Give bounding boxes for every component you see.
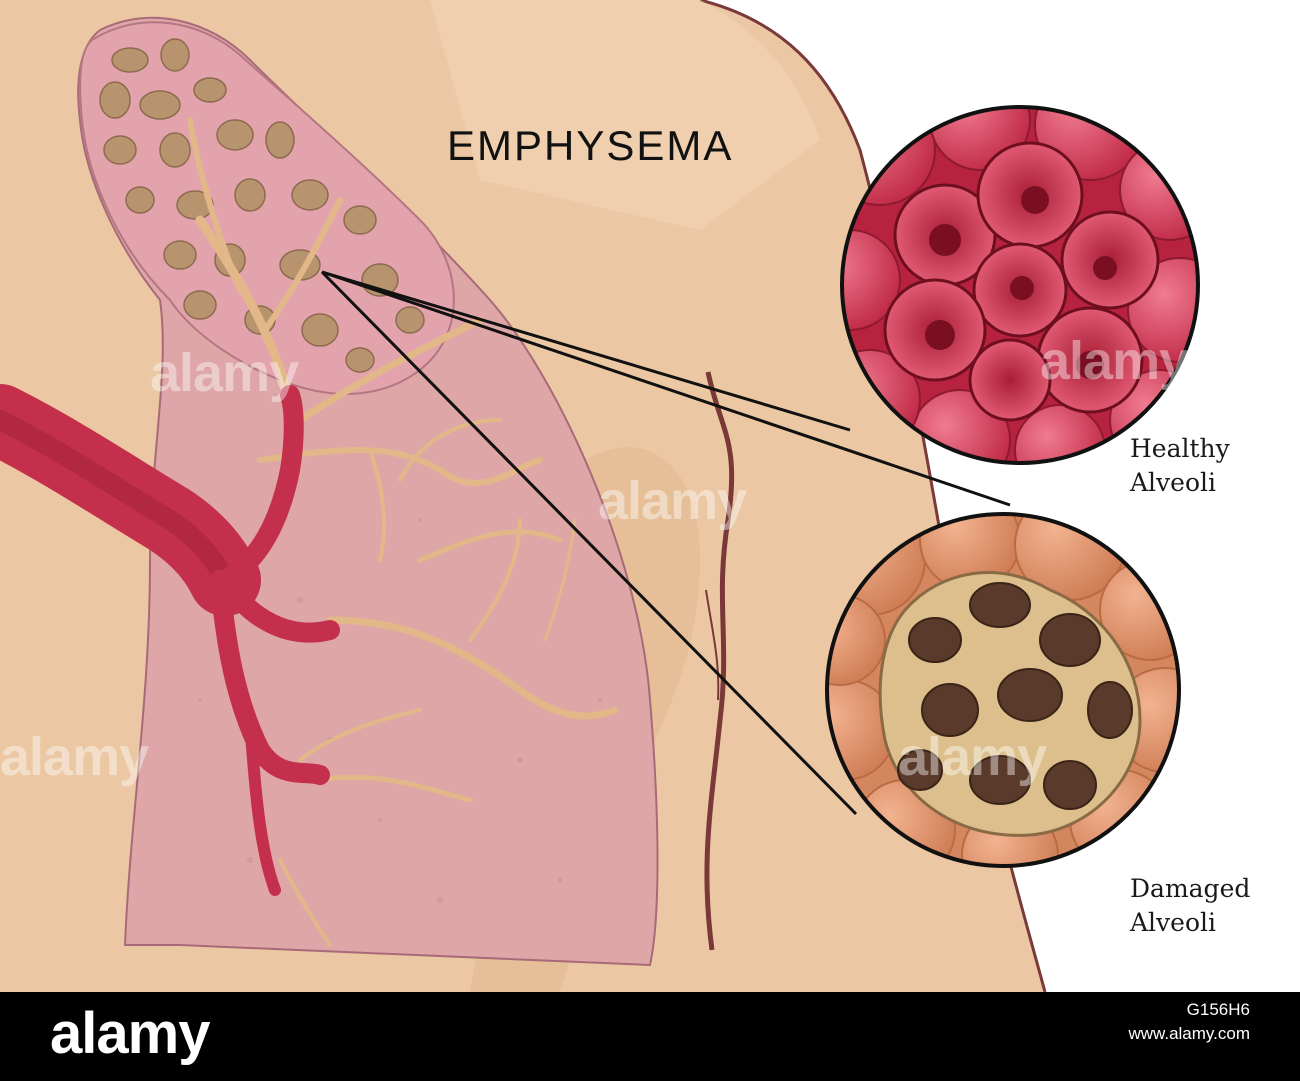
- footer-logo: alamy: [50, 1001, 210, 1066]
- footer-bar: alamy G156H6 www.alamy.com: [0, 992, 1300, 1081]
- airway: [0, 384, 340, 896]
- damaged-alveoli-caption: Damaged Alveoli: [1130, 872, 1250, 940]
- watermark: alamy: [1040, 331, 1189, 391]
- healthy-caption-line-2: Alveoli: [1130, 468, 1217, 497]
- zoom-lines: [320, 270, 1011, 816]
- footer-image-info: G156H6 www.alamy.com: [1128, 998, 1250, 1046]
- watermark: alamy: [598, 471, 747, 531]
- watermark: alamy: [150, 343, 299, 403]
- healthy-alveoli-caption: Healthy Alveoli: [1130, 432, 1230, 500]
- page-title: EMPHYSEMA: [447, 122, 734, 169]
- image-id: G156H6: [1186, 1000, 1250, 1019]
- damaged-caption-line-1: Damaged: [1130, 874, 1251, 903]
- site-url[interactable]: www.alamy.com: [1128, 1024, 1250, 1043]
- healthy-caption-line-1: Healthy: [1130, 434, 1230, 463]
- watermark: alamy: [898, 727, 1047, 787]
- watermark: alamy: [0, 727, 149, 787]
- bronchioles: [187, 117, 619, 947]
- damaged-caption-line-2: Alveoli: [1130, 908, 1217, 937]
